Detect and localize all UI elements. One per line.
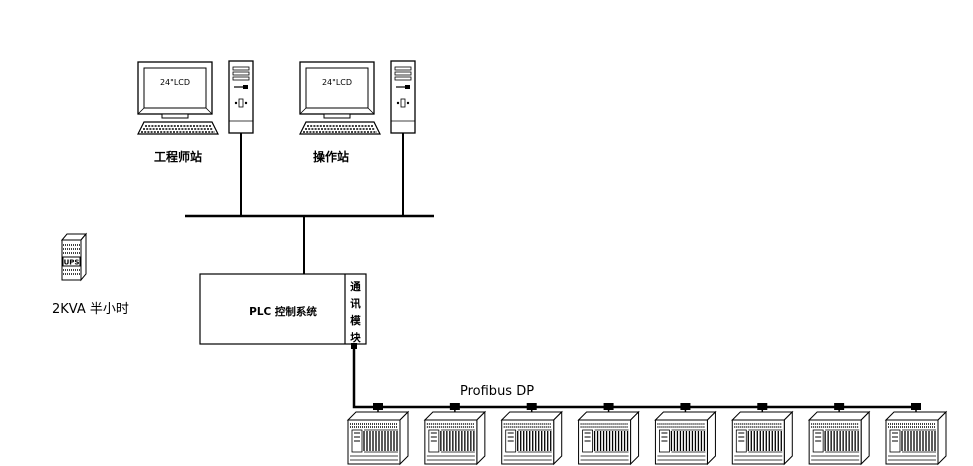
- remote-io-nodes: [347, 403, 947, 465]
- plc-label: PLC 控制系统: [249, 305, 317, 318]
- operator-workstation: 24"LCD 操作站: [299, 60, 416, 164]
- remote-io-rack-icon: [347, 411, 409, 465]
- ups-icon: [60, 232, 88, 282]
- profibus-tap-connector: [449, 403, 460, 410]
- operator-station-label: 操作站: [313, 149, 349, 164]
- profibus-tap-connector: [834, 403, 845, 410]
- profibus-tap-connector: [373, 403, 383, 410]
- engineer-station-label: 工程师站: [154, 149, 202, 164]
- profibus-bus-line: [352, 346, 918, 409]
- remote-io-rack-icon: [808, 411, 870, 465]
- remote-io-rack-icon: [731, 411, 794, 465]
- profibus-tap-connector: [603, 403, 614, 410]
- profibus-tap-connector: [911, 403, 921, 410]
- profibus-tap-connector: [526, 403, 537, 410]
- operator-pc-tower-icon: [390, 60, 416, 134]
- comm-module-char-1: 通: [350, 281, 361, 293]
- comm-module-char-2: 讯: [350, 297, 361, 310]
- ups-unit: UPS 2KVA 半小时: [52, 232, 129, 317]
- ups-capacity-label: 2KVA 半小时: [52, 302, 129, 317]
- engineer-workstation: 24"LCD 工程师站: [137, 60, 254, 164]
- remote-io-rack-icon: [577, 411, 640, 465]
- profibus-network: Profibus DP: [347, 343, 947, 465]
- operator-monitor-icon: [299, 61, 381, 135]
- comm-module-char-4: 块: [350, 331, 361, 344]
- engineer-pc-tower-icon: [228, 60, 254, 134]
- operator-monitor-label: 24"LCD: [322, 78, 352, 87]
- ups-badge: UPS: [64, 259, 80, 267]
- engineer-monitor-icon: [137, 61, 219, 135]
- remote-io-rack-icon: [500, 411, 563, 465]
- plc-control-system: PLC 控制系统 通 讯 模 块: [199, 273, 367, 345]
- remote-io-rack-icon: [654, 411, 717, 465]
- plc-box: [199, 273, 367, 345]
- ethernet-network: [185, 133, 434, 274]
- profibus-label: Profibus DP: [460, 384, 534, 399]
- engineer-monitor-label: 24"LCD: [160, 78, 190, 87]
- comm-module-char-3: 模: [350, 314, 361, 327]
- remote-io-rack-icon: [885, 411, 947, 465]
- remote-io-rack-icon: [424, 411, 486, 465]
- profibus-tap-connector: [757, 403, 768, 410]
- profibus-tap-connector: [680, 403, 691, 410]
